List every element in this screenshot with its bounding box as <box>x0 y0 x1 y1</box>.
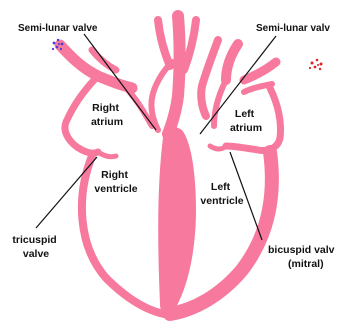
aorta-branch-left <box>158 20 170 66</box>
label-bicuspid-valve: bicuspid valv (mitral) <box>268 244 337 270</box>
label-semilunar-left: Semi-lunar valve <box>18 23 98 34</box>
right-atrium-wall <box>65 76 98 153</box>
label-semilunar-right: Semi-lunar valv <box>256 23 330 34</box>
label-right-ventricle: Right ventricle <box>94 169 137 195</box>
aorta-trunk <box>168 16 180 134</box>
pulmonary-vessel-2 <box>226 44 238 80</box>
label-left-atrium: Left atrium <box>230 108 262 134</box>
septum <box>158 127 196 315</box>
leader-lines <box>36 34 276 240</box>
label-tricuspid-valve: tricuspid valve <box>12 234 59 260</box>
label-left-ventricle: Left ventricle <box>200 181 243 207</box>
blood-cells-red-icon <box>309 59 323 71</box>
tricuspid-valve-shape <box>98 152 116 157</box>
leader-tricuspid <box>36 157 97 228</box>
bicuspid-valve-shape <box>210 146 226 149</box>
aorta-branch-right <box>184 20 196 70</box>
label-right-atrium: Right atrium <box>91 102 123 128</box>
